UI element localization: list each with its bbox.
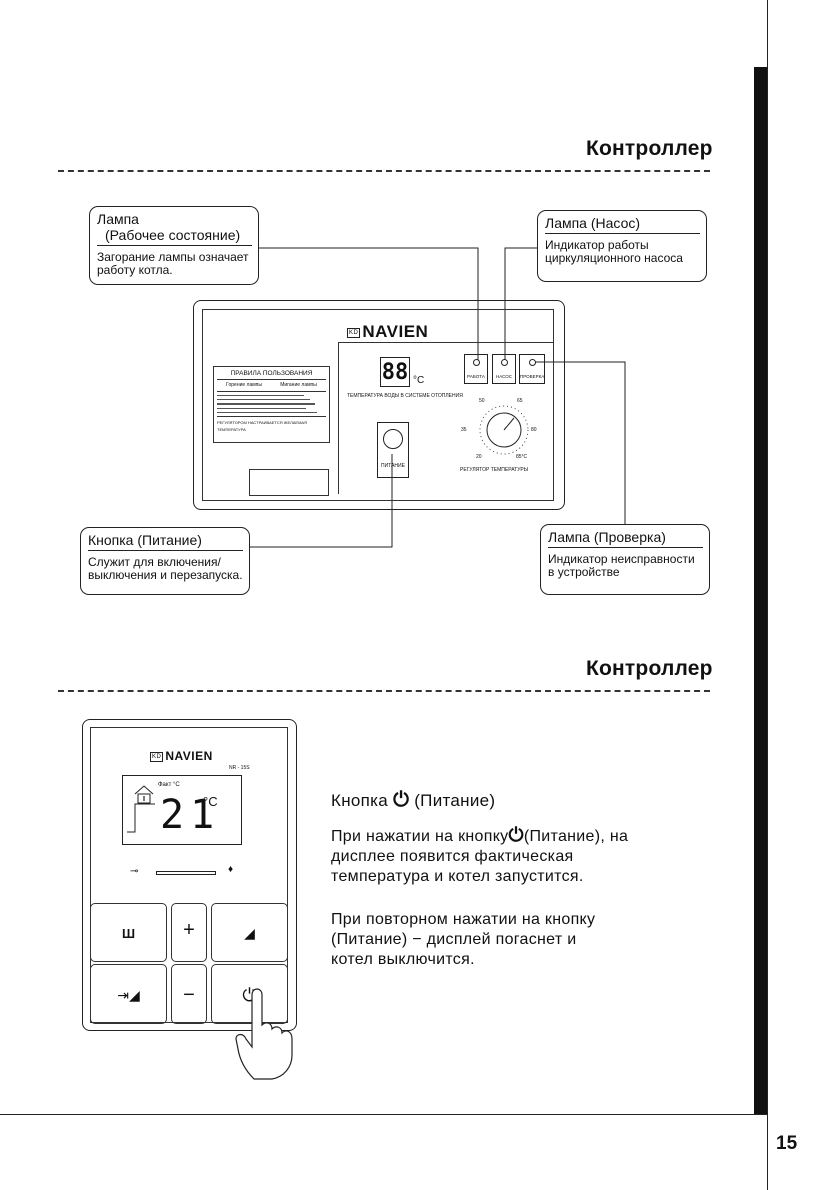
callout-title: Кнопка (Питание) bbox=[88, 532, 243, 551]
away-mode-button[interactable]: ⇥◢ bbox=[90, 964, 167, 1024]
radiator-icon: Ш bbox=[121, 926, 136, 941]
page-edge-tab bbox=[754, 67, 768, 1115]
temperature-unit: °C bbox=[203, 794, 218, 809]
button-label: ПРОВЕРКА bbox=[520, 374, 545, 379]
pump-lamp-button: НАСОС bbox=[492, 354, 516, 384]
power-icon: ⏻ bbox=[393, 789, 410, 811]
dial-mark: 20 bbox=[476, 454, 482, 460]
hot-water-button[interactable]: ◢ bbox=[211, 903, 288, 962]
callout-pump-lamp: Лампа (Насос) Индикатор работы циркуляци… bbox=[537, 210, 707, 282]
section-title: Контроллер bbox=[586, 657, 713, 680]
power-description-paragraph: При повторном нажатии на кнопку (Питание… bbox=[331, 911, 596, 968]
panel-label-plate bbox=[249, 469, 329, 496]
dial-mark: 50 bbox=[479, 398, 485, 404]
power-label: ПИТАНИЕ bbox=[381, 463, 405, 469]
model-label: NR - 15S bbox=[229, 765, 250, 771]
kd-mark: KD bbox=[347, 327, 361, 338]
controller-panel-1-inner bbox=[202, 309, 554, 501]
house-icon bbox=[134, 785, 154, 804]
exit-tap-icon: ⇥◢ bbox=[117, 987, 140, 1003]
callout-power-button: Кнопка (Питание) Служит для включения/ в… bbox=[80, 527, 250, 595]
fact-label: Факт °C bbox=[158, 782, 180, 788]
panel-divider bbox=[338, 342, 553, 343]
callout-subtitle: (Рабочее состояние) bbox=[105, 227, 241, 243]
power-button-knob bbox=[383, 429, 403, 449]
controller-panel-2 bbox=[82, 719, 297, 1031]
callout-title: Лампа bbox=[97, 211, 139, 227]
temperature-dial bbox=[479, 405, 529, 455]
level-slider bbox=[156, 871, 216, 875]
callout-text: Индикатор работы циркуляционного насоса bbox=[545, 238, 683, 265]
dial-label: РЕГУЛЯТОР ТЕМПЕРАТУРЫ bbox=[460, 467, 529, 473]
callout-text: Загорание лампы означает работу котла. bbox=[97, 250, 249, 277]
usage-rules-footer: РЕГУЛЯТОРОМ НАСТРАИВАЕТСЯ ЖЕЛАЕМАЯ ТЕМПЕ… bbox=[217, 415, 326, 433]
lcd-screen: Факт °C 21 °C bbox=[122, 775, 242, 845]
legend-on: Горение лампы bbox=[226, 382, 262, 388]
bottom-rule bbox=[0, 1114, 768, 1115]
heating-mode-button[interactable]: Ш bbox=[90, 903, 167, 962]
power-button: ПИТАНИЕ bbox=[377, 422, 409, 478]
legend-blink: Мигание лампы bbox=[280, 382, 317, 388]
callout-check-lamp: Лампа (Проверка) Индикатор неисправности… bbox=[540, 524, 710, 595]
screen-bracket bbox=[127, 803, 155, 833]
status-led-icon bbox=[472, 359, 480, 366]
dial-mark: 65 bbox=[517, 398, 523, 404]
water-temp-label: ТЕМПЕРАТУРА ВОДЫ В СИСТЕМЕ ОТОПЛЕНИЯ bbox=[347, 393, 463, 399]
section-title: Контроллер bbox=[586, 137, 713, 160]
minus-button[interactable]: − bbox=[171, 964, 207, 1024]
power-icon: ⏻ bbox=[508, 825, 524, 846]
page-number: 15 bbox=[776, 1133, 798, 1154]
usage-rules-box: ПРАВИЛА ПОЛЬЗОВАНИЯ Горение лампы Мигани… bbox=[213, 366, 330, 443]
check-led-icon bbox=[528, 359, 536, 366]
dashed-divider bbox=[58, 170, 710, 172]
tap-icon: ◢ bbox=[244, 925, 255, 941]
callout-text: Индикатор неисправности в устройстве bbox=[548, 552, 695, 579]
kd-mark: KD bbox=[150, 751, 164, 762]
callout-title: Лампа (Проверка) bbox=[548, 529, 703, 548]
pump-led-icon bbox=[500, 359, 508, 366]
status-lamp-button: РАБОТА bbox=[464, 354, 488, 384]
page-edge-line bbox=[767, 0, 768, 1190]
plus-button[interactable]: + bbox=[171, 903, 207, 962]
usage-rules-title: ПРАВИЛА ПОЛЬЗОВАНИЯ bbox=[217, 370, 326, 380]
brand-name: NAVIEN bbox=[165, 749, 213, 763]
dial-mark: 35 bbox=[461, 427, 467, 433]
callout-title: Лампа (Насос) bbox=[545, 215, 700, 234]
pointing-hand-icon bbox=[235, 988, 293, 1080]
panel-divider bbox=[338, 342, 339, 494]
controller-panel-2-inner bbox=[90, 727, 288, 1023]
brand-name: NAVIEN bbox=[362, 322, 429, 341]
callout-connectors bbox=[246, 247, 626, 548]
button-label: РАБОТА bbox=[467, 374, 485, 379]
dial-mark: 85°C bbox=[516, 454, 528, 460]
power-description-paragraph: При нажатии на кнопку⏻(Питание), на дисп… bbox=[331, 825, 629, 886]
power-description-heading: Кнопка ⏻ (Питание) bbox=[331, 789, 496, 811]
controller-panel-1 bbox=[193, 300, 565, 510]
temperature-value: 21 bbox=[160, 792, 221, 838]
dashed-divider bbox=[58, 690, 710, 692]
wrench-icon: ⊸ bbox=[130, 866, 139, 877]
display-unit: °C bbox=[413, 375, 425, 386]
callout-text: Служит для включения/ выключения и перез… bbox=[88, 555, 243, 582]
flame-icon: ♦ bbox=[228, 864, 234, 875]
temperature-display: 88 bbox=[380, 357, 410, 387]
check-lamp-button: ПРОВЕРКА bbox=[519, 354, 545, 384]
callout-status-lamp: Лампа (Рабочее состояние) Загорание ламп… bbox=[89, 206, 259, 285]
dial-mark: 80 bbox=[531, 427, 537, 433]
button-label: НАСОС bbox=[495, 374, 513, 379]
